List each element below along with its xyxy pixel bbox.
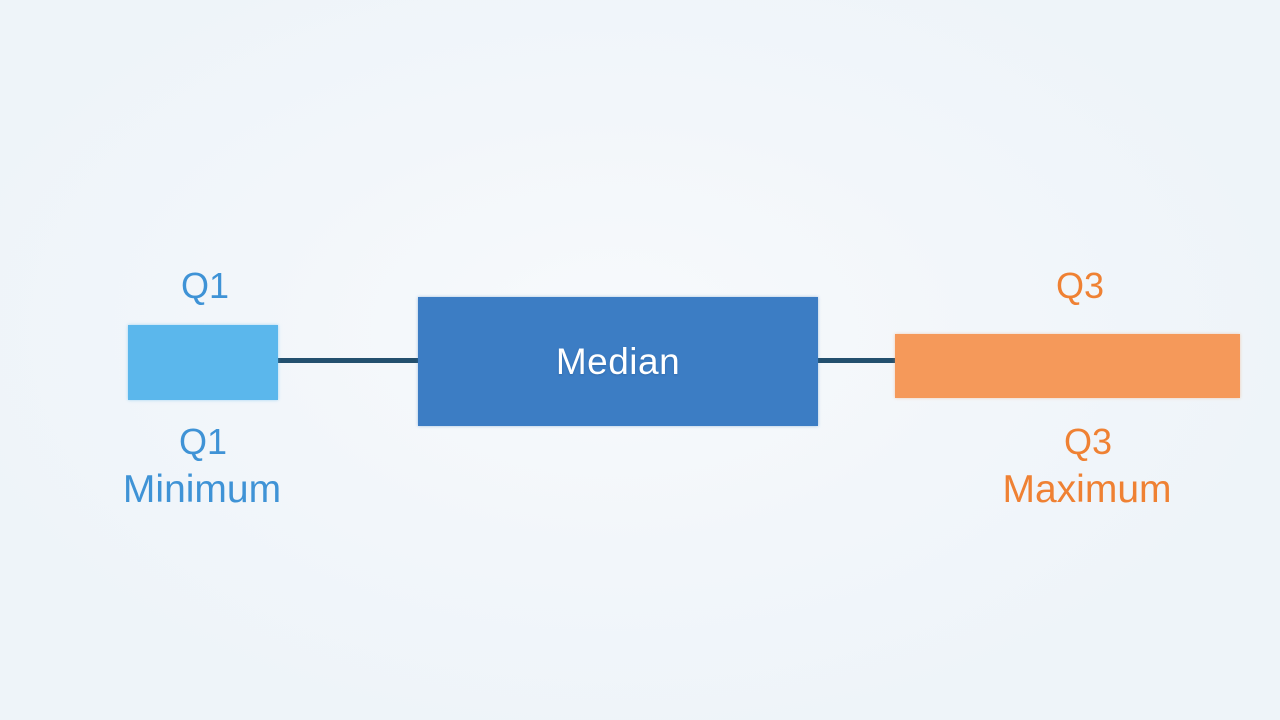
left-whisker-line	[262, 358, 432, 363]
q1-bottom-label: Q1	[178, 421, 228, 462]
q1-top-label: Q1	[180, 265, 230, 306]
median-box: Median	[418, 297, 818, 426]
q3-top-label: Q3	[1055, 265, 1105, 306]
maximum-label: Maximum	[1002, 468, 1172, 511]
q3-box	[895, 334, 1240, 398]
q1-box	[128, 325, 278, 400]
right-whisker-line	[806, 358, 906, 363]
median-box-label: Median	[555, 341, 681, 382]
q3-bottom-label: Q3	[1063, 421, 1113, 462]
minimum-label: Minimum	[122, 468, 282, 511]
